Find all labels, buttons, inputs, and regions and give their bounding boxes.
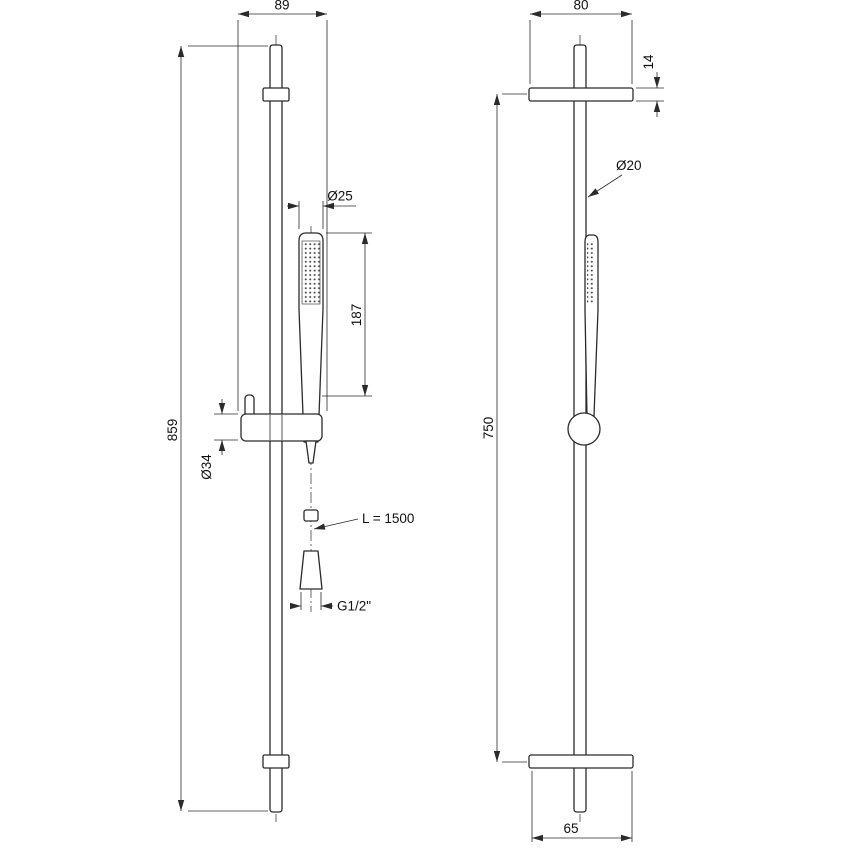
dim-flange-width-bottom-label: 65	[563, 821, 578, 836]
dim-rail-diameter: Ø20	[587, 158, 642, 198]
dim-slider-diameter: Ø34	[199, 399, 238, 480]
slider-knob	[567, 412, 601, 446]
thread-label: G1/2"	[337, 599, 371, 614]
wall-collar-top	[262, 87, 290, 102]
dim-flange-width-bottom: 65	[531, 771, 633, 842]
thread-callout: G1/2"	[290, 592, 371, 614]
dim-flange-thickness: 14	[636, 54, 664, 117]
dim-overall-height-label: 859	[165, 419, 180, 442]
wall-collar-bottom	[262, 754, 290, 769]
hose-nipple	[303, 509, 319, 522]
dim-rail-diameter-label: Ø20	[616, 158, 642, 173]
side-view: 80 14 Ø20 750 65	[481, 0, 664, 842]
slider-bracket	[240, 413, 323, 442]
dim-flange-thickness-label: 14	[641, 54, 656, 70]
dim-slider-diameter-label: Ø34	[199, 454, 214, 480]
dim-width-89-label: 89	[274, 0, 289, 13]
hose-length-callout: L = 1500	[313, 511, 414, 530]
flange-bottom	[528, 754, 634, 769]
dim-overall-height: 859	[165, 45, 268, 812]
dim-head-diameter-label: Ø25	[327, 189, 353, 204]
spray-face-side	[587, 242, 595, 304]
dim-fixing-centres-label: 750	[481, 417, 496, 440]
dim-fixing-centres: 750	[481, 93, 527, 763]
dim-width-89: 89	[237, 0, 328, 411]
dim-head-diameter: Ø25	[287, 189, 356, 229]
dim-flange-width-top: 80	[529, 0, 633, 84]
hose-cone	[299, 550, 323, 590]
dim-handset-length: 187	[322, 232, 372, 397]
flange-top	[528, 87, 634, 102]
dim-flange-width-top-label: 80	[573, 0, 588, 13]
dim-handset-length-label: 187	[349, 304, 364, 327]
spray-face	[301, 240, 321, 305]
front-view: 89 Ø25 187 859	[165, 0, 414, 822]
handshower-outlet	[305, 440, 317, 464]
hose-length-label: L = 1500	[362, 511, 414, 526]
